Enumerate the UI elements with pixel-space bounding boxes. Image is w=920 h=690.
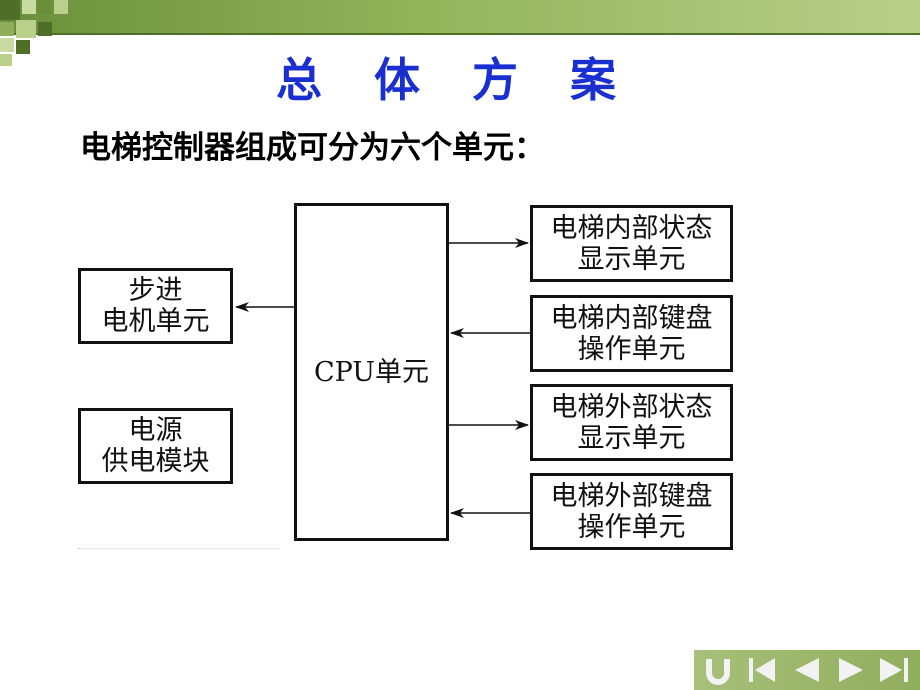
internal-status-display-box: 电梯内部状态 显示单元 [530, 205, 733, 282]
box-label-line2: 供电模块 [101, 446, 210, 477]
box-label-line2: 显示单元 [577, 243, 686, 275]
box-label-line2: 操作单元 [577, 333, 686, 365]
slide-subtitle: 电梯控制器组成可分为六个单元： [80, 130, 545, 166]
first-icon[interactable] [740, 652, 784, 688]
box-label-line2: 电机单元 [101, 306, 210, 337]
box-label-line1: 电梯内部状态 [550, 212, 713, 244]
return-icon[interactable] [696, 652, 740, 688]
box-label-line1: 步进 [128, 275, 183, 306]
stepper-motor-unit-box: 步进 电机单元 [78, 268, 233, 344]
box-label-line1: 电梯外部状态 [550, 391, 713, 423]
cpu-unit-box: CPU单元 [294, 203, 449, 541]
external-status-display-box: 电梯外部状态 显示单元 [530, 384, 733, 461]
cpu-label: CPU单元 [313, 356, 430, 388]
prev-icon[interactable] [784, 652, 828, 688]
divider-dotted [78, 548, 280, 549]
power-supply-module-box: 电源 供电模块 [78, 408, 233, 484]
box-label-line1: 电源 [128, 415, 183, 446]
external-keyboard-box: 电梯外部键盘 操作单元 [530, 473, 733, 550]
internal-keyboard-box: 电梯内部键盘 操作单元 [530, 295, 733, 372]
box-label-line2: 显示单元 [577, 422, 686, 454]
header-line [0, 33, 920, 35]
last-icon[interactable] [874, 652, 918, 688]
header-bar [0, 0, 920, 33]
next-icon[interactable] [830, 652, 874, 688]
box-label-line1: 电梯外部键盘 [550, 480, 713, 512]
box-label-line1: 电梯内部键盘 [550, 302, 713, 334]
box-label-line2: 操作单元 [577, 511, 686, 543]
slide-title: 总 体 方 案 [276, 53, 635, 107]
